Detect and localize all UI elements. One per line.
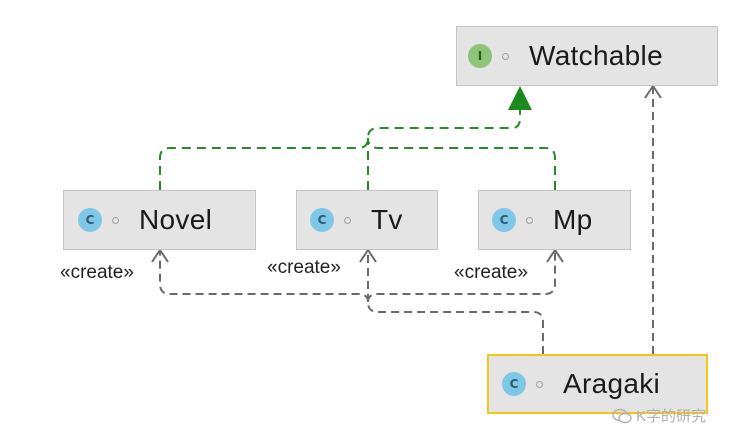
create-label-mp: «create»: [454, 262, 528, 283]
watermark: K字的研究: [612, 405, 706, 426]
node-label: Watchable: [529, 40, 663, 71]
realization-arrowhead: [508, 86, 532, 110]
create-label-novel: «create»: [60, 262, 134, 283]
node-tv[interactable]: C Tv: [296, 190, 438, 250]
wechat-icon: [612, 408, 632, 423]
node-label: Novel: [139, 204, 213, 235]
class-icon: C: [502, 372, 526, 396]
watermark-text: K字的研究: [636, 408, 707, 425]
create-label-tv: «create»: [267, 257, 341, 278]
dependency-edge-trunk: [367, 301, 544, 354]
dependency-edges: [159, 88, 654, 354]
dependency-arrowheads: [151, 84, 662, 263]
node-watchable[interactable]: I Watchable: [456, 26, 718, 86]
realization-edge-mp: [367, 137, 556, 190]
class-icon: C: [310, 208, 334, 232]
dependency-edge-mp: [367, 252, 556, 303]
visibility-icon: [526, 216, 533, 224]
node-novel[interactable]: C Novel: [63, 190, 256, 250]
arrowhead-novel: [151, 248, 169, 263]
visibility-icon: [112, 216, 119, 224]
arrowhead-tv: [359, 248, 377, 263]
visibility-icon: [502, 52, 509, 60]
interface-icon: I: [468, 44, 492, 68]
class-icon: C: [492, 208, 516, 232]
node-label: Tv: [371, 204, 403, 235]
realization-edge-novel: [159, 108, 521, 190]
node-label: Mp: [553, 204, 593, 235]
realization-edges: [159, 108, 556, 190]
node-aragaki[interactable]: C Aragaki: [487, 354, 708, 414]
class-icon: C: [78, 208, 102, 232]
node-label: Aragaki: [563, 368, 661, 399]
visibility-icon: [536, 380, 543, 388]
visibility-icon: [344, 216, 351, 224]
node-mp[interactable]: C Mp: [478, 190, 631, 250]
arrowhead-mp: [546, 248, 564, 263]
arrowhead-watchable: [644, 84, 662, 99]
dependency-edge-novel: [159, 252, 369, 303]
